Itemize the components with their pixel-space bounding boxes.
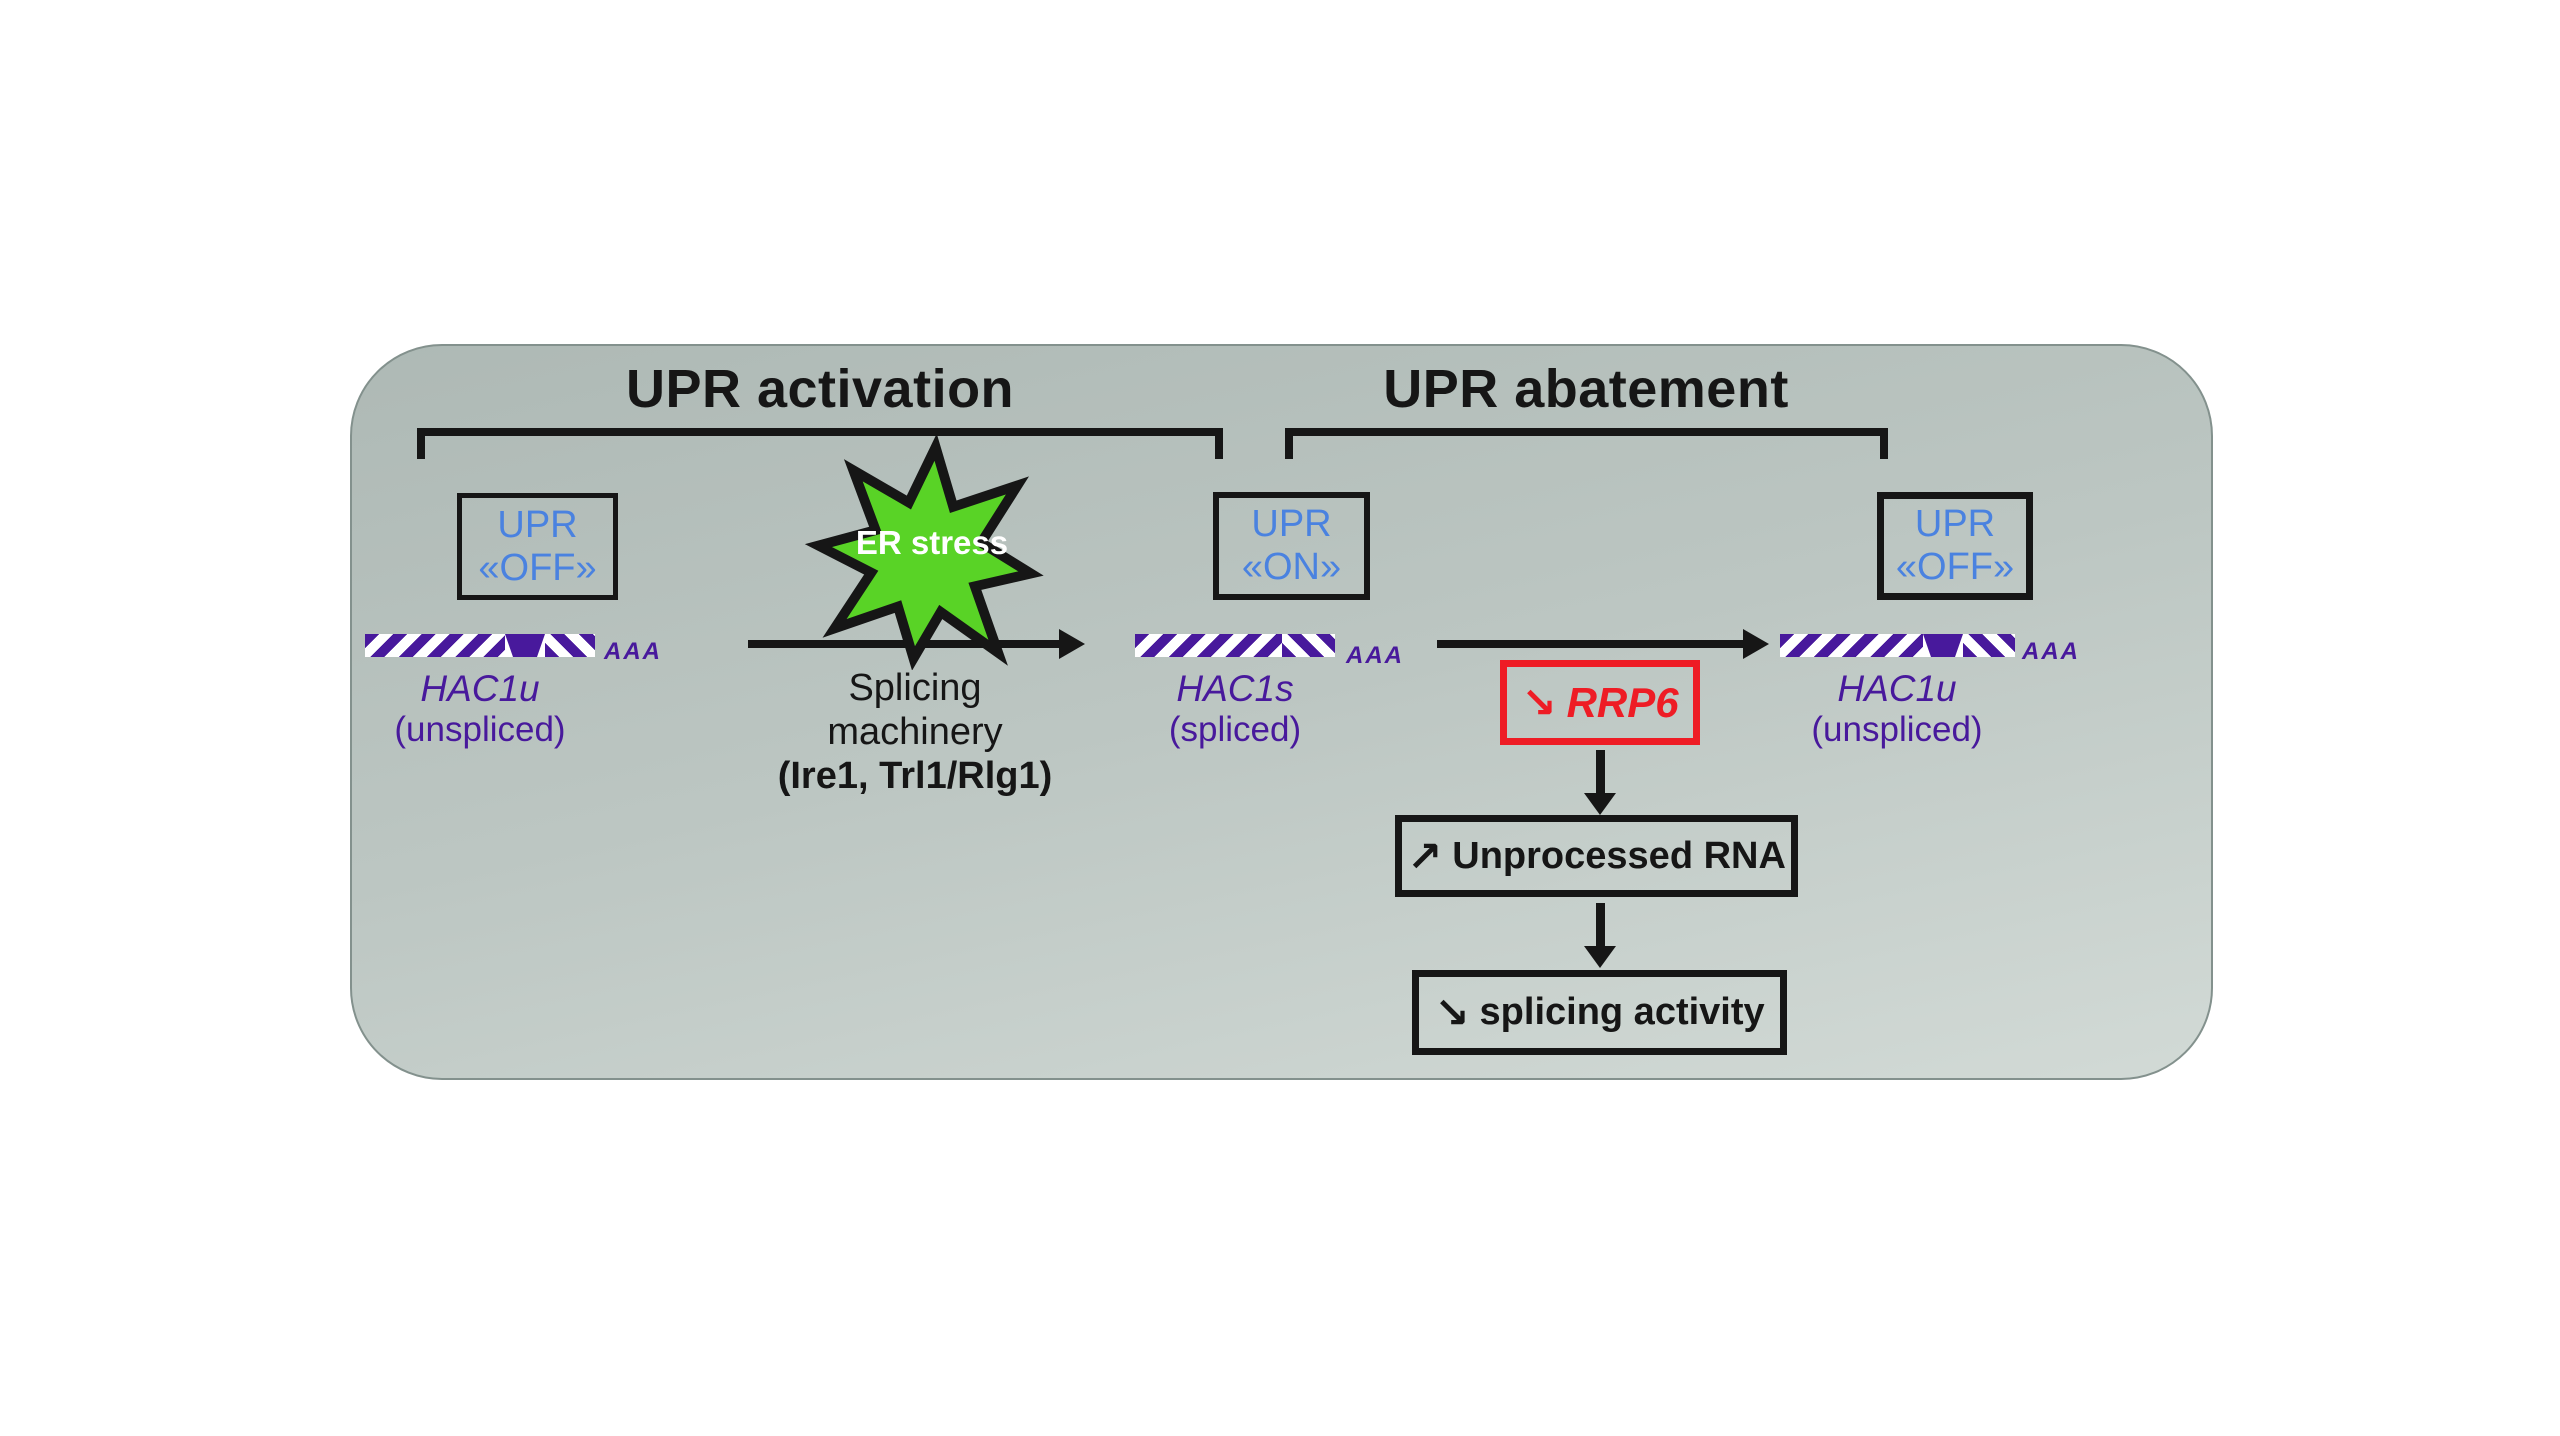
gene-form: (unspliced)	[1811, 710, 1983, 749]
down-right-arrow-icon: ↘	[1434, 989, 1470, 1036]
unprocessed-rna-label: Unprocessed RNA	[1452, 834, 1786, 877]
splicing-machinery-line1: Splicing	[848, 667, 982, 709]
cascade-arrow2-head-icon	[1584, 946, 1616, 968]
upr-state-line2: «OFF»	[478, 546, 597, 589]
mrna-bar-hac1u-left	[365, 634, 595, 657]
down-right-arrow-icon: ↘	[1521, 679, 1557, 726]
exon-stripes-icon	[1135, 634, 1282, 657]
splicing-machinery-enzymes: (Ire1, Trl1/Rlg1)	[777, 755, 1053, 797]
bracket-tick-left	[417, 436, 425, 459]
upr-state-line2: «OFF»	[1895, 546, 2015, 588]
upr-state-line2: «ON»	[1241, 546, 1342, 588]
section-title-activation: UPR activation	[625, 359, 1015, 419]
exon-stripes-icon	[365, 634, 505, 657]
splicing-machinery-caption: Splicing machinery (Ire1, Trl1/Rlg1)	[715, 666, 1115, 798]
upr-off-box-right: UPR «OFF»	[1877, 492, 2033, 600]
mrna-bar-hac1u-right	[1780, 634, 2015, 657]
cascade-arrow1-head-icon	[1584, 793, 1616, 815]
unprocessed-rna-box: ↗ Unprocessed RNA	[1395, 815, 1798, 897]
exon-stripes-icon	[1780, 634, 1923, 657]
intron-block-icon	[1923, 634, 1963, 657]
upr-state-line1: UPR	[497, 503, 578, 546]
splicing-activity-box: ↘ splicing activity	[1412, 970, 1787, 1055]
er-stress-star-icon	[804, 434, 1044, 670]
abatement-bracket	[1285, 428, 1888, 459]
polya-tail: AAA	[604, 638, 662, 665]
cascade-arrow2-shaft	[1596, 903, 1605, 947]
section-title-abatement: UPR abatement	[1383, 359, 1789, 419]
cascade-arrow1-shaft	[1596, 750, 1605, 794]
intron-block-icon	[505, 634, 545, 657]
polya-tail: AAA	[2022, 638, 2080, 665]
activation-bracket	[417, 428, 1223, 459]
upr-off-box-left: UPR «OFF»	[457, 493, 618, 600]
bracket-tick-right	[1215, 436, 1223, 459]
splicing-machinery-line2: machinery	[827, 711, 1003, 753]
abatement-arrow-shaft	[1437, 640, 1745, 648]
exon-stripes-reverse-icon	[1963, 634, 2015, 657]
exon-stripes-reverse-icon	[545, 634, 595, 657]
upr-state-line1: UPR	[1251, 503, 1332, 545]
upr-on-box: UPR «ON»	[1213, 492, 1370, 600]
polya-tail: AAA	[1346, 642, 1404, 669]
gene-name: HAC1s	[1176, 668, 1294, 709]
activation-arrow-head-icon	[1059, 629, 1085, 659]
gene-form: (unspliced)	[394, 710, 566, 749]
upr-state-line1: UPR	[1914, 503, 1996, 545]
abatement-arrow-head-icon	[1743, 629, 1769, 659]
splicing-activity-label: splicing activity	[1479, 991, 1765, 1033]
gene-form: (spliced)	[1168, 710, 1302, 749]
bracket-tick-right	[1880, 436, 1888, 459]
rrp6-box: ↘ RRP6	[1500, 660, 1700, 745]
rrp6-label: RRP6	[1566, 678, 1679, 726]
er-stress-label: ER stress	[855, 524, 1009, 561]
mrna-bar-hac1s	[1135, 634, 1335, 657]
diagram-panel	[350, 344, 2213, 1080]
up-right-arrow-icon: ↗	[1407, 832, 1443, 880]
bracket-tick-left	[1285, 436, 1293, 459]
gene-name: HAC1u	[420, 668, 540, 709]
gene-name: HAC1u	[1837, 668, 1957, 709]
exon-stripes-reverse-icon	[1282, 634, 1335, 657]
